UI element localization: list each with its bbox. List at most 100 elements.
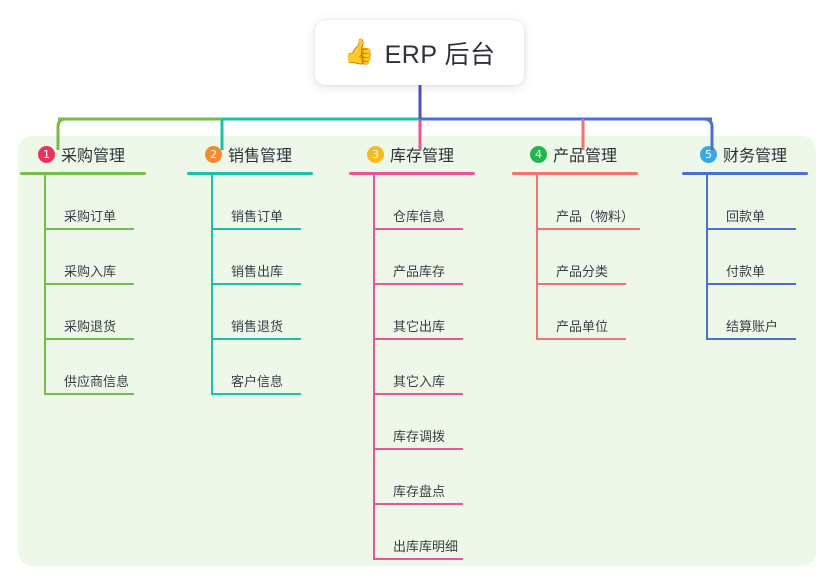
branch-badge-5: 5	[700, 145, 717, 163]
leaf-item-label: 采购入库	[64, 264, 117, 279]
branch-title-4: 产品管理	[553, 148, 618, 165]
leaf-item[interactable]: 产品分类	[536, 230, 656, 285]
leaf-item[interactable]: 产品库存	[373, 230, 493, 285]
leaf-item-label: 供应商信息	[64, 374, 130, 389]
branch-underline-4	[512, 172, 638, 175]
leaf-item-label: 其它入库	[393, 374, 446, 389]
leaf-item-underline	[213, 338, 301, 340]
branch-column-4: 4 产品管理产品（物料） 产品分类产品单位	[510, 136, 656, 340]
branch-badge-2: 2	[205, 145, 222, 163]
leaf-item-label: 其它出库	[393, 319, 446, 334]
leaf-item[interactable]: 其它入库	[373, 340, 493, 395]
leaf-item-underline	[375, 448, 463, 450]
leaf-item-underline	[375, 338, 463, 340]
branch-items-4: 产品（物料） 产品分类产品单位	[536, 175, 656, 340]
leaf-item-label: 产品库存	[393, 264, 446, 279]
branches-panel	[18, 136, 816, 566]
leaf-item-underline	[708, 228, 796, 230]
branch-underline-2	[187, 172, 313, 175]
leaf-item[interactable]: 结算账户	[706, 285, 826, 340]
leaf-item-underline	[213, 393, 301, 395]
branch-header-4[interactable]: 4 产品管理	[510, 136, 656, 172]
branch-badge-3: 3	[367, 145, 384, 163]
root-title: ERP 后台	[384, 40, 496, 69]
leaf-item-underline	[46, 338, 134, 340]
branch-header-5[interactable]: 5 财务管理	[680, 136, 826, 172]
leaf-item-label: 采购订单	[64, 209, 117, 224]
branch-badge-1: 1	[38, 145, 55, 163]
branch-column-1: 1 采购管理采购订单采购入库采购退货供应商信息	[18, 136, 164, 395]
leaf-item-label: 销售退货	[231, 319, 284, 334]
leaf-item-label: 销售出库	[231, 264, 284, 279]
leaf-item-label: 付款单	[726, 264, 766, 279]
leaf-item-underline	[708, 283, 796, 285]
leaf-item-label: 库存调拨	[393, 429, 446, 444]
leaf-item-label: 销售订单	[231, 209, 284, 224]
leaf-item-underline	[213, 283, 301, 285]
branch-column-5: 5 财务管理回款单付款单结算账户	[680, 136, 826, 340]
branch-underline-1	[20, 172, 146, 175]
leaf-item[interactable]: 库存盘点	[373, 450, 493, 505]
leaf-item[interactable]: 库存调拨	[373, 395, 493, 450]
branch-spine-2	[211, 175, 213, 395]
leaf-item[interactable]: 出库库明细	[373, 505, 493, 560]
branch-title-5: 财务管理	[723, 148, 788, 165]
leaf-item[interactable]: 产品（物料）	[536, 175, 656, 230]
branch-badge-4: 4	[530, 145, 547, 163]
leaf-item[interactable]: 仓库信息	[373, 175, 493, 230]
leaf-item-label: 结算账户	[726, 319, 779, 334]
leaf-item-underline	[538, 283, 626, 285]
thumbs-up-icon: 👍	[343, 38, 375, 66]
leaf-item[interactable]: 回款单	[706, 175, 826, 230]
leaf-item-label: 仓库信息	[393, 209, 446, 224]
leaf-item[interactable]: 销售订单	[211, 175, 331, 230]
leaf-item[interactable]: 客户信息	[211, 340, 331, 395]
leaf-item[interactable]: 采购退货	[44, 285, 164, 340]
branch-spine-5	[706, 175, 708, 340]
branch-items-3: 仓库信息产品库存其它出库其它入库库存调拨库存盘点出库库明细	[373, 175, 493, 560]
leaf-item-label: 库存盘点	[393, 484, 446, 499]
root-node[interactable]: 👍 ERP 后台	[315, 20, 524, 85]
leaf-item-label: 出库库明细	[393, 539, 459, 554]
leaf-item[interactable]: 其它出库	[373, 285, 493, 340]
leaf-item-label: 产品单位	[556, 319, 609, 334]
leaf-item-underline	[538, 338, 626, 340]
leaf-item-underline	[46, 283, 134, 285]
leaf-item[interactable]: 供应商信息	[44, 340, 164, 395]
branch-items-5: 回款单付款单结算账户	[706, 175, 826, 340]
branch-spine-3	[373, 175, 375, 560]
leaf-item-underline	[375, 228, 463, 230]
leaf-item-underline	[375, 503, 463, 505]
leaf-item-underline	[708, 338, 796, 340]
leaf-item[interactable]: 销售退货	[211, 285, 331, 340]
leaf-item-label: 产品（物料）	[556, 209, 635, 224]
leaf-item[interactable]: 付款单	[706, 230, 826, 285]
branch-spine-1	[44, 175, 46, 395]
leaf-item-underline	[375, 558, 463, 560]
leaf-item-underline	[213, 228, 301, 230]
leaf-item[interactable]: 销售出库	[211, 230, 331, 285]
leaf-item[interactable]: 采购入库	[44, 230, 164, 285]
branch-header-1[interactable]: 1 采购管理	[18, 136, 164, 172]
branch-items-1: 采购订单采购入库采购退货供应商信息	[44, 175, 164, 395]
leaf-item[interactable]: 产品单位	[536, 285, 656, 340]
leaf-item-underline	[46, 393, 134, 395]
branch-underline-3	[349, 172, 475, 175]
leaf-item-label: 客户信息	[231, 374, 284, 389]
leaf-item-underline	[46, 228, 134, 230]
leaf-item-underline	[375, 283, 463, 285]
leaf-item-label: 回款单	[726, 209, 766, 224]
branch-underline-5	[682, 172, 808, 175]
leaf-item-underline	[538, 228, 640, 230]
branch-spine-4	[536, 175, 538, 340]
leaf-item-label: 产品分类	[556, 264, 609, 279]
leaf-item[interactable]: 采购订单	[44, 175, 164, 230]
branch-title-1: 采购管理	[61, 148, 126, 165]
leaf-item-underline	[375, 393, 463, 395]
